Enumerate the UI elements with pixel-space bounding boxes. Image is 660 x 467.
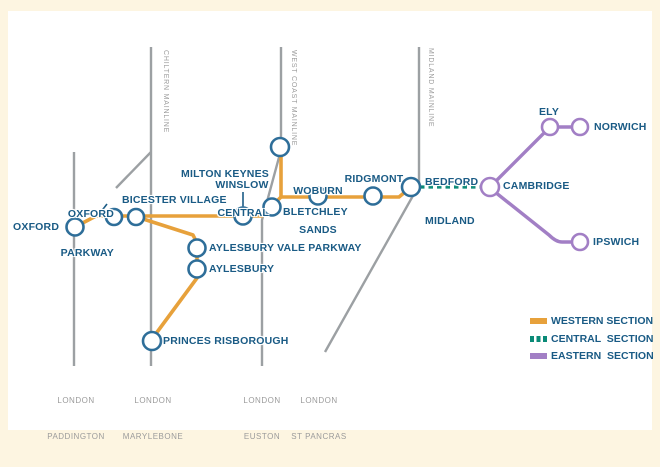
- station-marker-woburn-sands: [308, 186, 328, 206]
- cambridge-ipswich-line: [493, 190, 582, 244]
- route-map-svg: [65, 47, 590, 366]
- station-marker-ipswich: [570, 232, 590, 252]
- station-marker-aylesbury-vale-parkway: [187, 238, 207, 258]
- legend-label-western: WESTERN SECTION: [551, 315, 654, 327]
- midland-mainline-label: MIDLAND MAINLINE: [427, 48, 434, 128]
- station-marker-aylesbury: [187, 259, 207, 279]
- station-marker-milton-keynes-central: [269, 136, 291, 158]
- oxford-parkway-tick: [99, 203, 108, 214]
- terminal-label-london-paddington: LONDON PADDINGTON: [47, 396, 105, 441]
- station-marker-bicester-village: [126, 207, 146, 227]
- west-coast-line: [260, 47, 283, 366]
- station-label-bedford-midland: BEDFORD MIDLAND: [425, 176, 479, 227]
- terminal-label-london-marylebone: LONDON MARYLEBONE: [122, 396, 184, 441]
- station-marker-bletchley: [262, 197, 282, 217]
- station-marker-winslow: [233, 206, 253, 226]
- station-label-winslow: WINSLOW: [215, 179, 269, 191]
- west-coast-mainline-label: WEST COAST MAINLINE: [290, 50, 297, 147]
- station-marker-ridgmont: [363, 186, 383, 206]
- station-label-ely: ELY: [538, 106, 560, 118]
- eastern-section-swatch-icon: [530, 353, 547, 359]
- station-label-aylesbury: AYLESBURY: [209, 263, 275, 275]
- station-marker-princes-risborough: [141, 330, 163, 352]
- western-section-swatch-icon: [530, 318, 547, 324]
- station-label-milton-keynes-central: MILTON KEYNES CENTRAL: [181, 168, 269, 219]
- terminal-label-london-st-pancras: LONDON ST PANCRAS: [291, 396, 347, 441]
- terminal-label-london-euston: LONDON EUSTON: [243, 396, 281, 441]
- station-label-norwich: NORWICH: [594, 121, 647, 133]
- station-marker-oxford-parkway: [104, 207, 124, 227]
- station-label-aylesbury-vale-parkway: AYLESBURY VALE PARKWAY: [209, 242, 362, 254]
- station-label-bicester-village: BICESTER VILLAGE: [122, 194, 227, 206]
- station-marker-oxford: [65, 217, 85, 237]
- chiltern-branch-line: [115, 151, 152, 189]
- station-marker-cambridge: [479, 176, 501, 198]
- station-label-oxford-parkway: OXFORD PARKWAY: [60, 208, 114, 259]
- cambridge-norwich-line: [493, 125, 582, 184]
- central-section-swatch-icon: [530, 336, 547, 342]
- station-marker-norwich: [570, 117, 590, 137]
- map-frame: CHILTERN MAINLINE WEST COAST MAINLINE MI…: [8, 11, 654, 441]
- station-label-princes-risborough: PRINCES RISBOROUGH: [163, 335, 289, 347]
- legend-label-central: CENTRAL SECTION: [551, 333, 654, 345]
- station-marker-ely: [540, 117, 560, 137]
- station-label-ridgmont: RIDGMONT: [344, 173, 404, 185]
- station-label-woburn-sands: WOBURN SANDS: [293, 185, 343, 236]
- station-label-bletchley: BLETCHLEY: [283, 206, 348, 218]
- legend-label-eastern: EASTERN SECTION: [551, 350, 654, 362]
- station-label-oxford: OXFORD: [13, 221, 60, 233]
- station-label-cambridge: CAMBRIDGE: [503, 180, 570, 192]
- chiltern-mainline-label: CHILTERN MAINLINE: [162, 50, 169, 134]
- station-marker-bedford-midland: [400, 176, 422, 198]
- station-label-ipswich: IPSWICH: [593, 236, 640, 248]
